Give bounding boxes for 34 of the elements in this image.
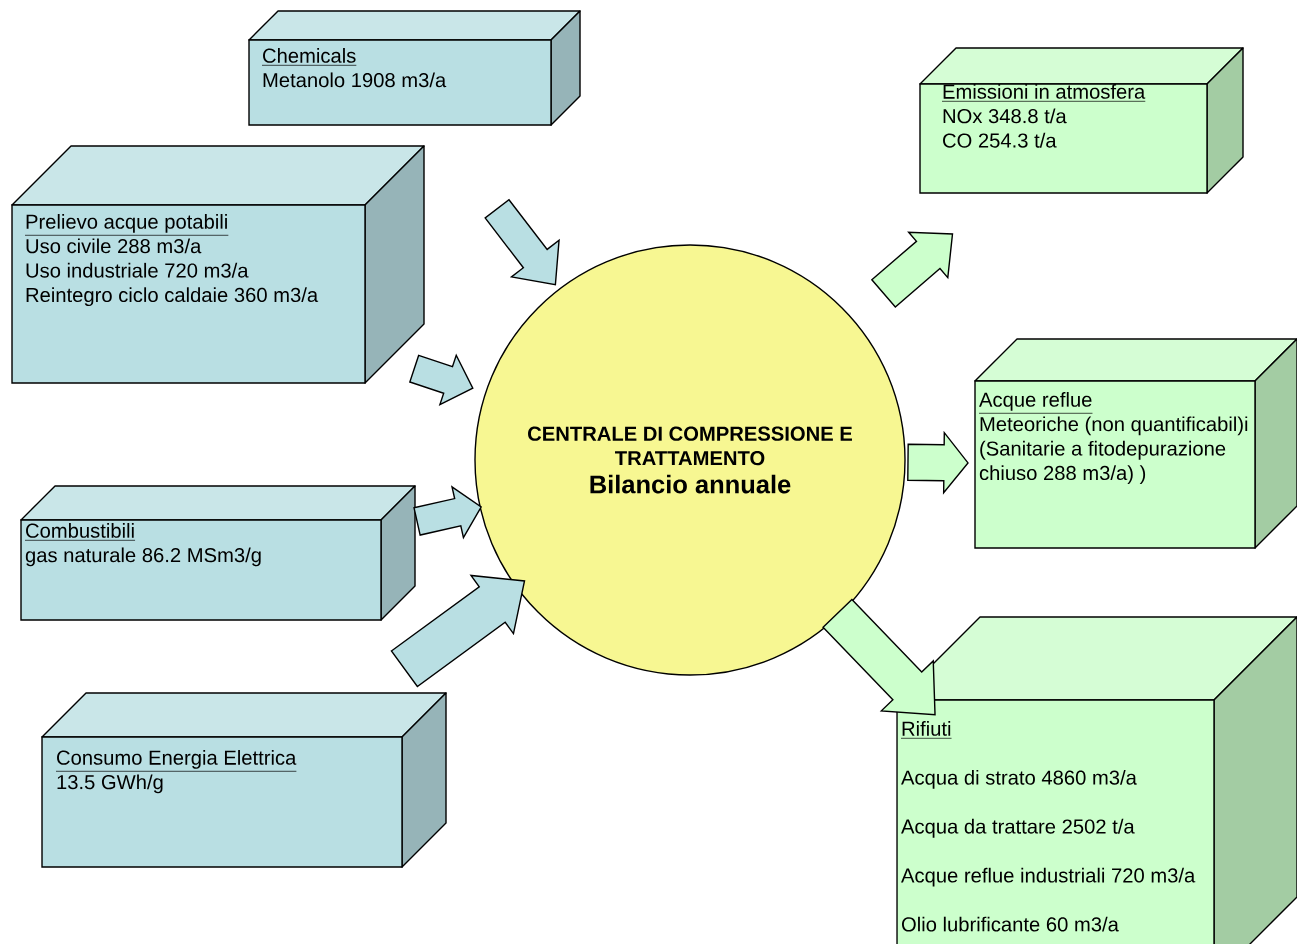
cube-box xyxy=(248,10,581,126)
hub-circle xyxy=(474,244,906,676)
cube-box xyxy=(896,616,1297,944)
item-text: Acqua da trattare 2502 t/a xyxy=(901,818,1135,838)
item-text: Meteoriche (non quantificabil)i (Sanitarie a fitodepurazione chiuso 288 m3/a) ) xyxy=(979,416,1248,485)
block-arrow xyxy=(907,430,969,495)
heading: Consumo Energia Elettrica xyxy=(55,750,297,772)
item-text: Uso industriale 720 m3/a xyxy=(26,262,249,278)
item-text: Acque reflue industriali 720 m3/a xyxy=(901,867,1196,887)
heading: Emissioni in atmosfera xyxy=(941,84,1146,102)
item-text: gas naturale 86.2 MSm3/g xyxy=(25,547,261,567)
item-text: Acqua di strato 4860 m3/a xyxy=(901,769,1137,789)
title-text: CENTRALE DI COMPRESSIONE E TRATTAMENTO xyxy=(528,426,852,466)
item-text: Olio lubrificante 60 m3/a xyxy=(901,916,1119,932)
item-text: 13.5 GWh/g xyxy=(57,774,163,794)
heading: Acque reflue xyxy=(978,392,1093,414)
item-text: NOx 348.8 t/a xyxy=(943,108,1067,124)
item-text: Uso civile 288 m3/a xyxy=(26,238,202,254)
item-text: Metanolo 1908 m3/a xyxy=(263,72,447,88)
subtitle-text: Bilancio annuale xyxy=(590,474,791,494)
heading: Chemicals xyxy=(261,48,357,66)
cube-box xyxy=(41,692,447,868)
heading: Prelievo acque potabili xyxy=(24,214,229,236)
block-arrow xyxy=(413,485,483,540)
cube-box xyxy=(11,145,425,384)
cube-box xyxy=(974,338,1297,549)
block-arrow xyxy=(390,574,526,688)
heading: Combustibili xyxy=(24,523,136,541)
item-text: Reintegro ciclo caldaie 360 m3/a xyxy=(26,287,319,307)
cube-box xyxy=(919,47,1244,194)
block-arrow xyxy=(822,598,936,716)
item-text: CO 254.3 t/a xyxy=(943,132,1057,148)
heading: Rifiuti xyxy=(900,721,952,739)
cube-box xyxy=(20,485,416,621)
